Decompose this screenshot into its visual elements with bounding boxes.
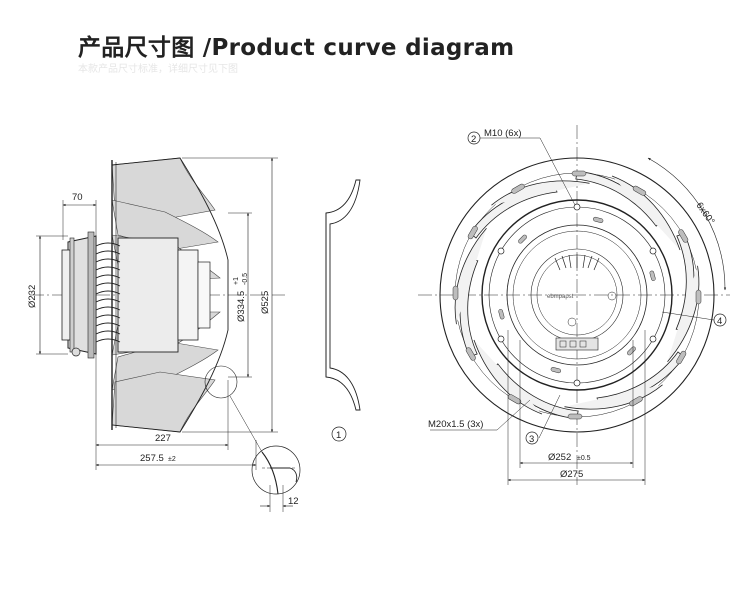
dim-525: Ø525 — [260, 291, 271, 314]
dim-252-tol: ±0.5 — [577, 455, 591, 462]
callout-4 — [713, 313, 727, 327]
page-subtitle: 本款产品尺寸标准，详细尺寸见下图 — [78, 64, 238, 75]
dim-275: Ø275 — [560, 469, 583, 480]
dim-227: 227 — [155, 433, 171, 444]
dim-70: 70 — [72, 192, 83, 203]
callout-1 — [331, 426, 347, 442]
front-view — [418, 125, 730, 485]
side-view — [30, 157, 361, 512]
impeller-outline — [111, 157, 229, 433]
motor-housing — [117, 237, 179, 353]
brand-logo: ebmpapst — [547, 294, 574, 300]
detail-callout-circle — [204, 365, 238, 399]
mounting-holes — [497, 203, 657, 387]
dim-232: Ø232 — [27, 285, 38, 308]
label-m20: M20x1.5 (3x) — [428, 419, 483, 430]
dim-334-5-tol-upper: +1 — [233, 277, 240, 285]
dim-257-5: 257.5 — [140, 453, 164, 464]
angle-dimension — [647, 157, 727, 291]
dim-257-5-tol: ±2 — [168, 456, 176, 463]
detail-view — [251, 445, 301, 512]
dim-334-5-tol-lower: -0.5 — [242, 273, 249, 285]
callout-3-label: 3 — [529, 434, 534, 445]
dim-334-5: Ø334.5 — [236, 291, 247, 322]
dim-12: 12 — [288, 496, 299, 507]
cooling-fins — [95, 242, 121, 343]
outer-ring — [439, 157, 715, 433]
callout-2 — [467, 131, 481, 145]
dim-252: Ø252 — [548, 452, 571, 463]
callout-3 — [525, 431, 539, 445]
label-m10: M10 (6x) — [484, 128, 521, 139]
callout-2-label: 2 — [471, 134, 476, 145]
label-6x60: 6x60° — [694, 200, 717, 226]
motor-terminals — [555, 337, 599, 351]
callout-4-label: 4 — [717, 316, 722, 327]
page-title: 产品尺寸图 /Product curve diagram — [78, 35, 515, 61]
callout-1-label: 1 — [336, 430, 341, 441]
motor-hub-ribs — [554, 254, 600, 271]
inlet-ring — [325, 179, 361, 411]
